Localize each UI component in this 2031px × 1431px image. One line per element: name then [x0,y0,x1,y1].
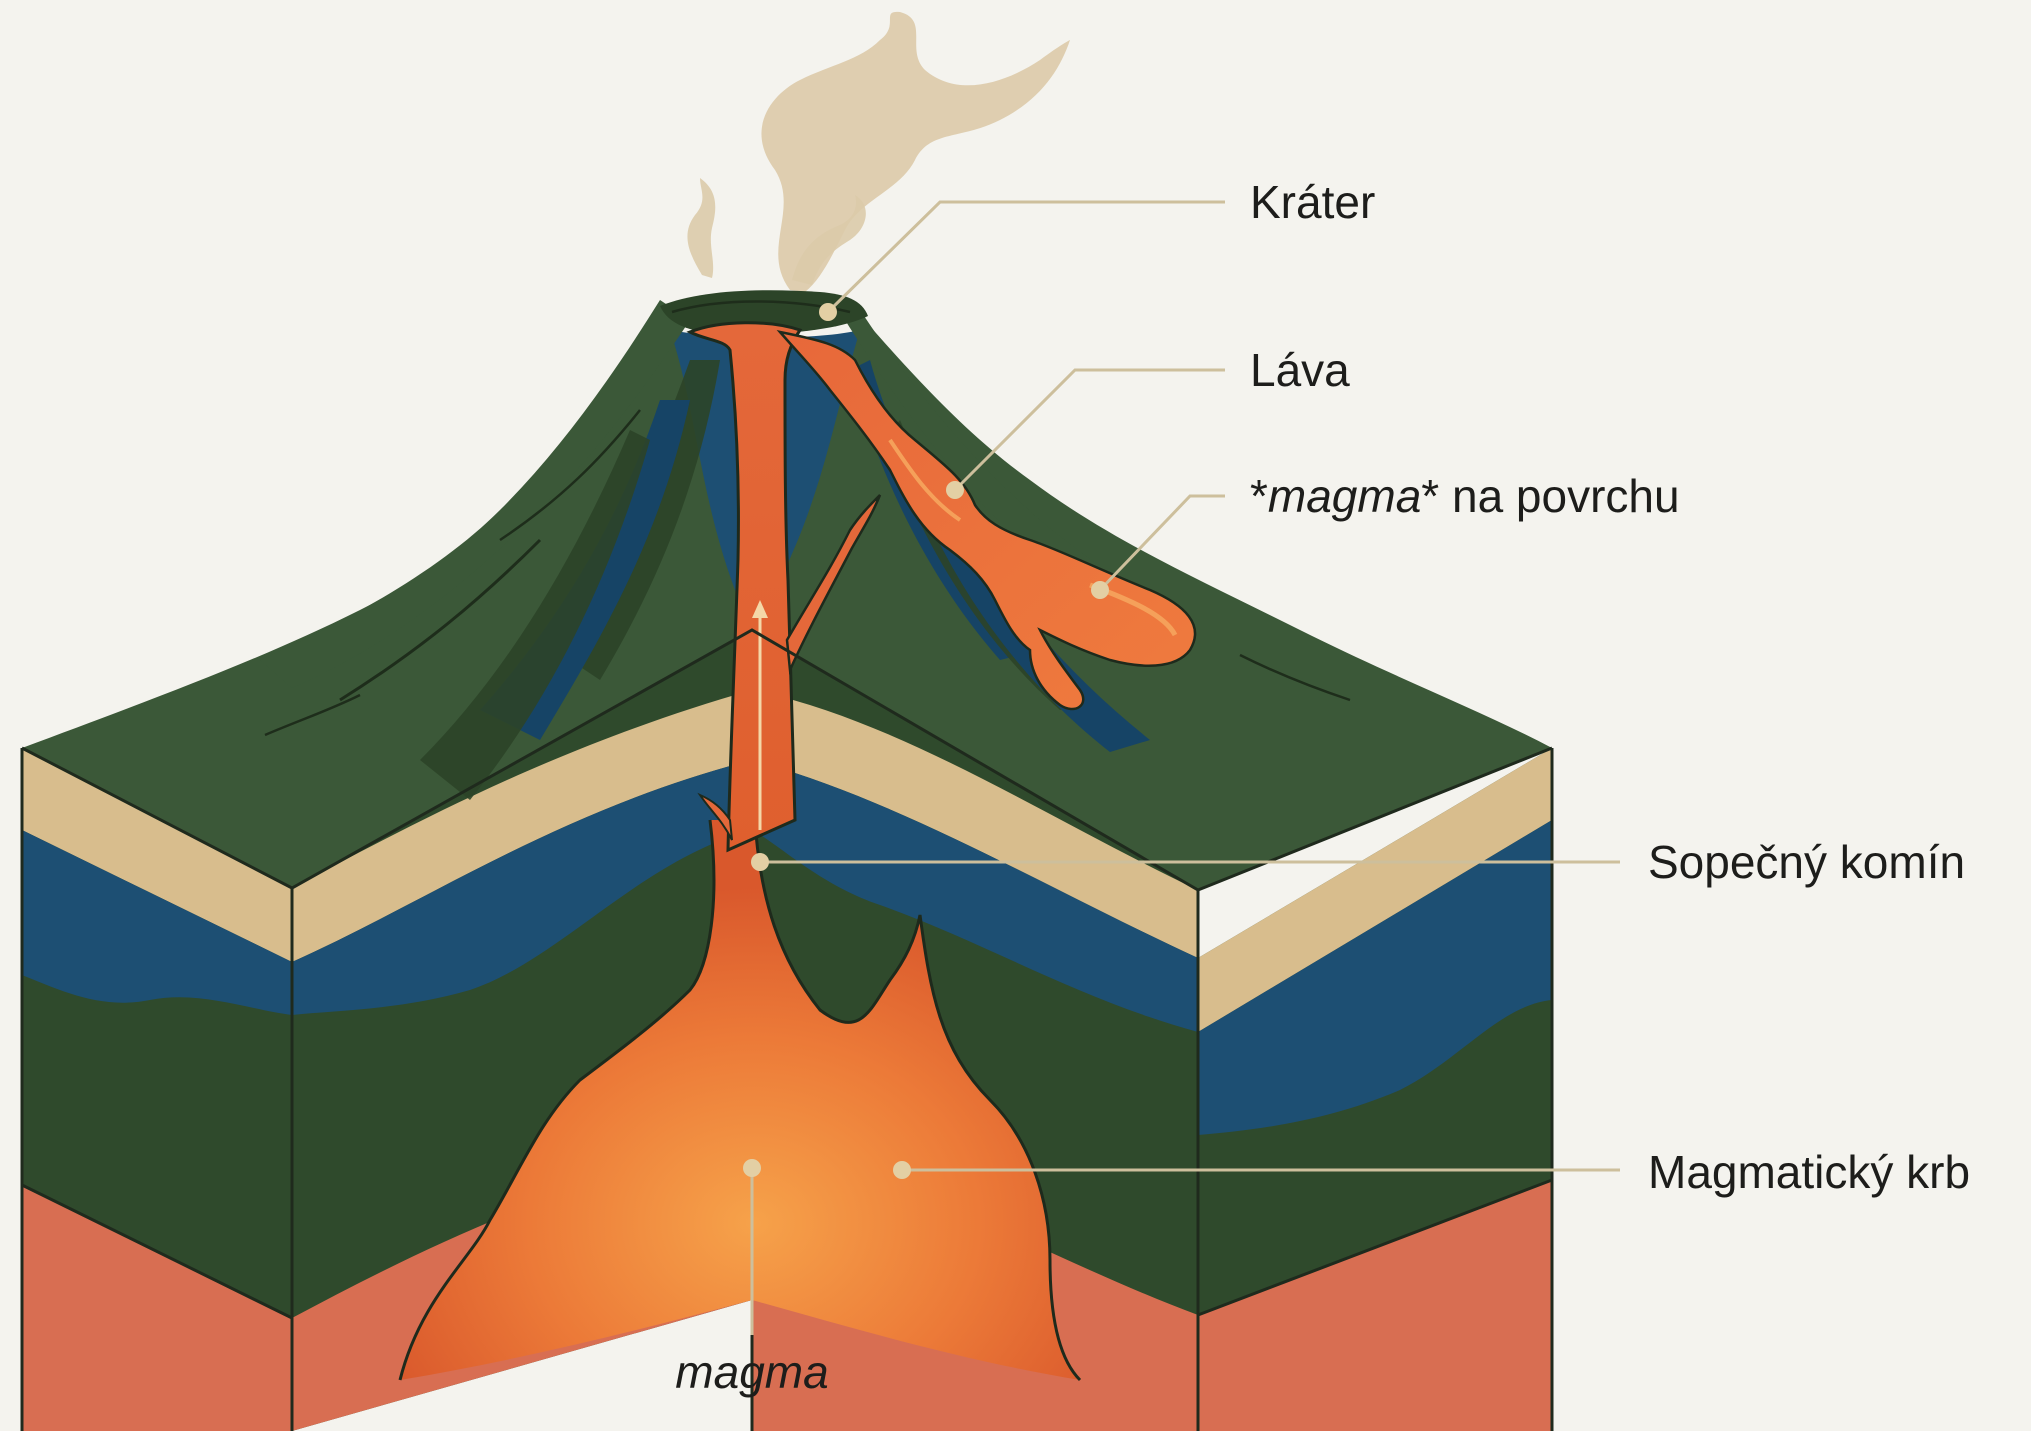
leader-crater [828,202,1225,312]
label-surface-magma: *magma* na povrchu [1250,470,1680,522]
dot-vent [751,853,769,871]
label-magma: magma [675,1346,828,1398]
dot-magma [743,1159,761,1177]
smoke-plume [687,12,1070,292]
dot-crater [819,303,837,321]
dot-lava [946,481,964,499]
dot-chamber [893,1161,911,1179]
label-chamber: Magmatický krb [1648,1146,1970,1198]
label-vent: Sopečný komín [1648,836,1965,888]
label-crater: Kráter [1250,176,1375,228]
dot-surface-magma [1091,581,1109,599]
label-lava: Láva [1250,344,1350,396]
